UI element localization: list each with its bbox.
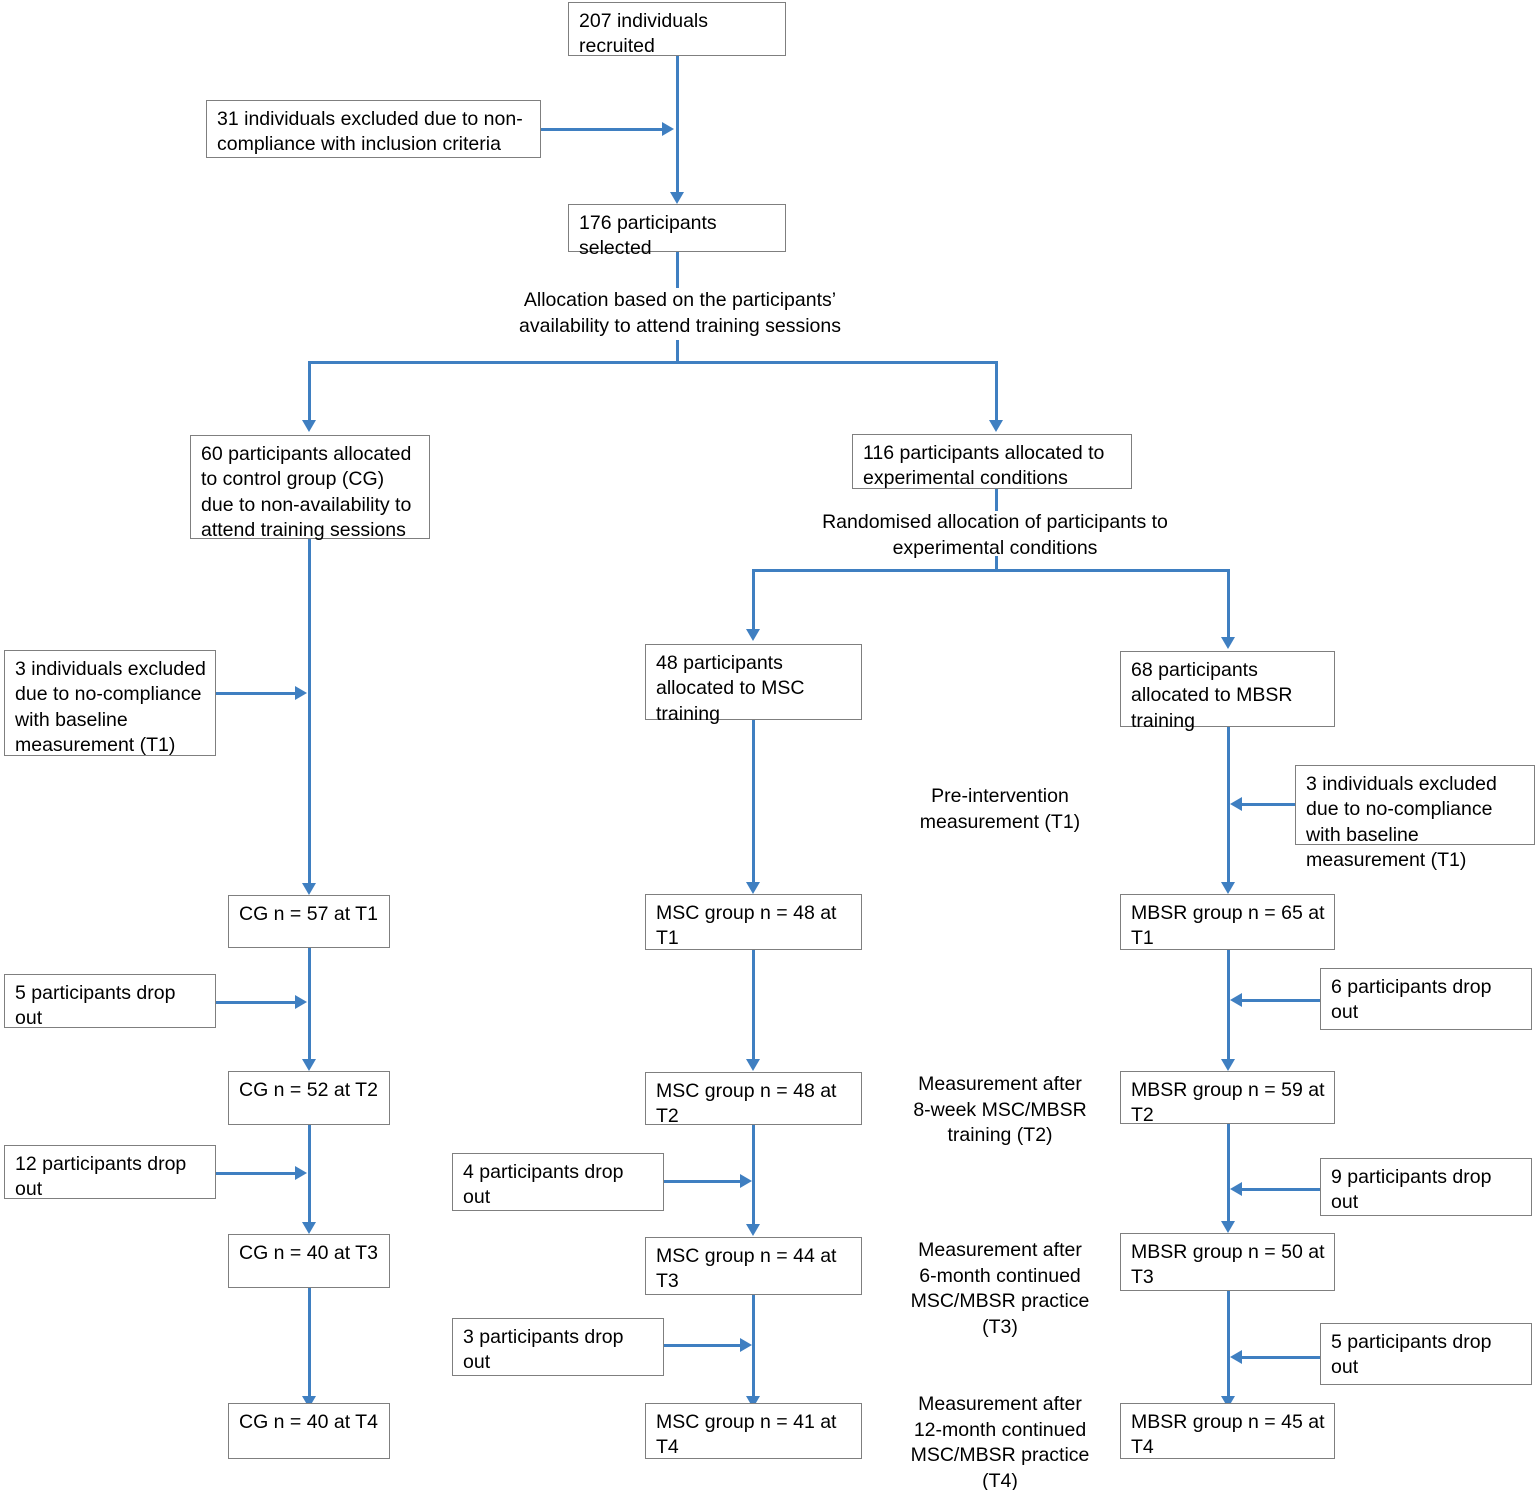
arrowhead-mbsr-t1-to-t2 <box>1221 1059 1235 1071</box>
arrowhead-mbsr-to-t1 <box>1221 882 1235 894</box>
node-mbsr-dropout-t3: 9 participants drop out <box>1320 1158 1532 1216</box>
node-selected: 176 participants selected <box>568 204 786 259</box>
edge-cg-t2-to-t3 <box>308 1125 311 1229</box>
edge-mbsr-dropout-t4 <box>1242 1356 1322 1359</box>
node-recruited: 207 individuals recruited <box>568 2 786 57</box>
arrowhead-split-to-experimental <box>989 420 1003 432</box>
edge-split-to-experimental <box>995 361 998 423</box>
label-t3-note: Measurement after 6-month continued MSC/… <box>910 1239 1090 1339</box>
node-experimental-allocated: 116 participants allocated to experiment… <box>852 434 1132 489</box>
edge-selected-down <box>676 252 679 288</box>
arrowhead-mbsr-t2-to-t3 <box>1221 1221 1235 1233</box>
edge-control-to-t1 <box>308 539 311 889</box>
edge-cg-excluded-t1 <box>216 692 300 695</box>
edge-mbsr-to-t1 <box>1227 727 1230 888</box>
node-msc-t4: MSC group n = 41 at T4 <box>645 1403 862 1459</box>
node-cg-t4: CG n = 40 at T4 <box>228 1403 390 1459</box>
arrowhead-split-to-control <box>302 420 316 432</box>
edge-split-to-mbsr <box>1227 569 1230 639</box>
edge-mbsr-dropout-t3 <box>1242 1188 1322 1191</box>
arrowhead-cg-t1-to-t2 <box>302 1059 316 1071</box>
arrowhead-cg-excluded-t1 <box>295 686 307 700</box>
edge-msc-to-t1 <box>752 720 755 888</box>
edge-allocation-to-split <box>676 340 679 362</box>
edge-cg-dropout-t2 <box>216 1001 300 1004</box>
edge-msc-dropout-t4 <box>664 1344 744 1347</box>
arrowhead-split-to-msc <box>746 629 760 641</box>
split-bar-allocation <box>308 361 998 364</box>
edge-experimental-down <box>995 489 998 511</box>
label-randomised-note: Randomised allocation of participants to… <box>822 511 1168 559</box>
node-msc-dropout-t4: 3 participants drop out <box>452 1318 664 1376</box>
edge-split-to-msc <box>752 569 755 631</box>
arrowhead-control-to-t1 <box>302 883 316 895</box>
label-t4-note: Measurement after 12-month continued MSC… <box>910 1393 1090 1490</box>
edge-cg-dropout-t3 <box>216 1172 300 1175</box>
node-control-allocated: 60 participants allocated to control gro… <box>190 435 430 541</box>
edge-mbsr-dropout-t2 <box>1242 999 1322 1002</box>
arrowhead-cg-dropout-t3 <box>295 1166 307 1180</box>
node-mbsr-t2: MBSR group n = 59 at T2 <box>1120 1071 1335 1126</box>
node-excluded-inclusion: 31 individuals excluded due to non-compl… <box>206 100 541 158</box>
node-msc-t2: MSC group n = 48 at T2 <box>645 1072 862 1127</box>
edge-cg-t1-to-t2 <box>308 948 311 1066</box>
edge-msc-t3-to-t4 <box>752 1295 755 1402</box>
edge-split-to-control <box>308 361 311 423</box>
node-msc-allocated: 48 participants allocated to MSC trainin… <box>645 644 862 725</box>
edge-excluded-inclusion <box>541 128 667 131</box>
node-mbsr-dropout-t2: 6 participants drop out <box>1320 968 1532 1030</box>
arrowhead-split-to-mbsr <box>1221 637 1235 649</box>
node-cg-t1: CG n = 57 at T1 <box>228 895 390 948</box>
node-mbsr-excluded-t1: 3 individuals excluded due to no-complia… <box>1295 765 1535 871</box>
label-allocation-note: Allocation based on the participants’ av… <box>519 289 841 337</box>
edge-recruited-to-selected <box>676 56 679 198</box>
arrowhead-mbsr-excluded-t1 <box>1230 797 1242 811</box>
node-mbsr-allocated: 68 participants allocated to MBSR traini… <box>1120 651 1335 732</box>
arrowhead-cg-dropout-t2 <box>295 995 307 1009</box>
node-cg-dropout-t3: 12 participants drop out <box>4 1145 216 1200</box>
node-msc-t1: MSC group n = 48 at T1 <box>645 894 862 950</box>
node-cg-excluded-t1: 3 individuals excluded due to no-complia… <box>4 650 216 756</box>
arrowhead-excluded-inclusion <box>662 122 674 136</box>
node-mbsr-t3: MBSR group n = 50 at T3 <box>1120 1233 1335 1291</box>
edge-msc-dropout-t3 <box>664 1180 744 1183</box>
edge-cg-t3-to-t4 <box>308 1288 311 1402</box>
node-cg-t2: CG n = 52 at T2 <box>228 1071 390 1125</box>
label-pre-intervention-note: Pre-intervention measurement (T1) <box>919 785 1081 833</box>
edge-msc-t1-to-t2 <box>752 950 755 1066</box>
edge-msc-t2-to-t3 <box>752 1125 755 1231</box>
arrowhead-mbsr-dropout-t3 <box>1230 1182 1242 1196</box>
node-cg-t3: CG n = 40 at T3 <box>228 1234 390 1288</box>
arrowhead-msc-t1-to-t2 <box>746 1059 760 1071</box>
node-msc-t3: MSC group n = 44 at T3 <box>645 1237 862 1295</box>
arrowhead-msc-to-t1 <box>746 882 760 894</box>
node-mbsr-t1: MBSR group n = 65 at T1 <box>1120 894 1335 950</box>
arrowhead-recruited-to-selected <box>670 192 684 204</box>
split-bar-randomised <box>752 569 1230 572</box>
edge-mbsr-excluded-t1 <box>1242 803 1296 806</box>
edge-randomised-to-split <box>995 556 998 570</box>
label-t2-note: Measurement after 8-week MSC/MBSR traini… <box>913 1073 1087 1147</box>
edge-mbsr-t2-to-t3 <box>1227 1124 1230 1228</box>
node-mbsr-t4: MBSR group n = 45 at T4 <box>1120 1403 1335 1459</box>
node-msc-dropout-t3: 4 participants drop out <box>452 1153 664 1211</box>
edge-mbsr-t1-to-t2 <box>1227 950 1230 1066</box>
arrowhead-msc-t2-to-t3 <box>746 1224 760 1236</box>
edge-mbsr-t3-to-t4 <box>1227 1291 1230 1402</box>
arrowhead-msc-dropout-t3 <box>740 1174 752 1188</box>
arrowhead-mbsr-dropout-t2 <box>1230 993 1242 1007</box>
arrowhead-msc-dropout-t4 <box>740 1338 752 1352</box>
node-cg-dropout-t2: 5 participants drop out <box>4 974 216 1029</box>
node-mbsr-dropout-t4: 5 participants drop out <box>1320 1323 1532 1385</box>
arrowhead-cg-t2-to-t3 <box>302 1222 316 1234</box>
arrowhead-mbsr-dropout-t4 <box>1230 1350 1242 1364</box>
